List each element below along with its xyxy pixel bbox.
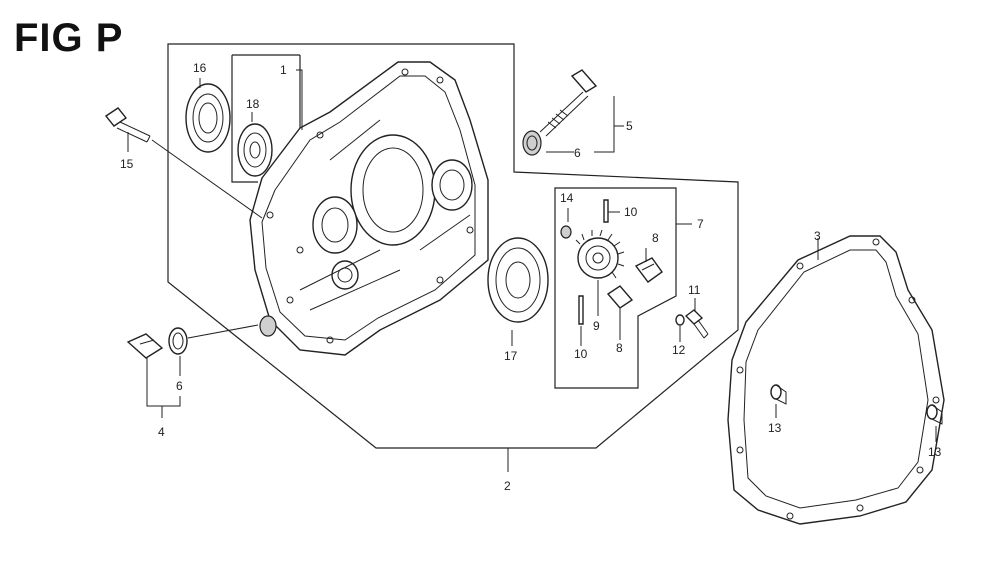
callout-8-upper: 8 [652,231,659,245]
leader-lines [127,69,937,472]
flange-bolt-15 [104,107,263,219]
bearing-18 [237,123,273,177]
callout-12: 12 [672,343,686,357]
callout-14: 14 [560,191,574,205]
callout-10-upper: 10 [624,205,638,219]
callout-2: 2 [504,479,511,493]
bolt-11 [684,309,709,339]
callout-6-lower: 6 [176,379,183,393]
pin-10-bottom [578,295,584,325]
gasket-3 [727,235,945,525]
callout-6-upper: 6 [574,146,581,160]
pump-rotor-8-top [634,257,663,283]
washer-12 [675,314,685,326]
callout-15: 15 [120,157,134,171]
callout-9: 9 [593,319,600,333]
pump-rotor-8-bottom [606,285,634,309]
callout-4: 4 [158,425,165,439]
callout-10-lower: 10 [574,347,588,361]
callout-5: 5 [626,119,633,133]
callout-17: 17 [504,349,518,363]
callout-8-lower: 8 [616,341,623,355]
oil-pump-group-box [554,187,677,389]
callout-13-right: 13 [928,445,942,459]
drain-plug-4 [126,315,277,359]
bearing-17 [487,237,549,323]
dowel-pin-13-right [926,404,943,425]
washer-14 [560,225,572,239]
callout-1: 1 [280,63,287,77]
callout-13-left: 13 [768,421,782,435]
oil-pump-gear-9 [575,229,625,279]
crankcase-cover [249,61,489,356]
pin-10-top [603,199,609,223]
oil-gauge-5 [522,69,598,156]
dowel-pin-13-left [770,384,787,405]
callout-7: 7 [697,217,704,231]
callout-18: 18 [246,97,260,111]
bearing-group-box [231,54,301,183]
callout-3: 3 [814,229,821,243]
assembly-outline-2 [167,43,739,449]
callout-16: 16 [193,61,207,75]
figure-title: FIG P [14,16,124,60]
bearing-16 [185,83,231,153]
callout-11: 11 [688,283,701,297]
